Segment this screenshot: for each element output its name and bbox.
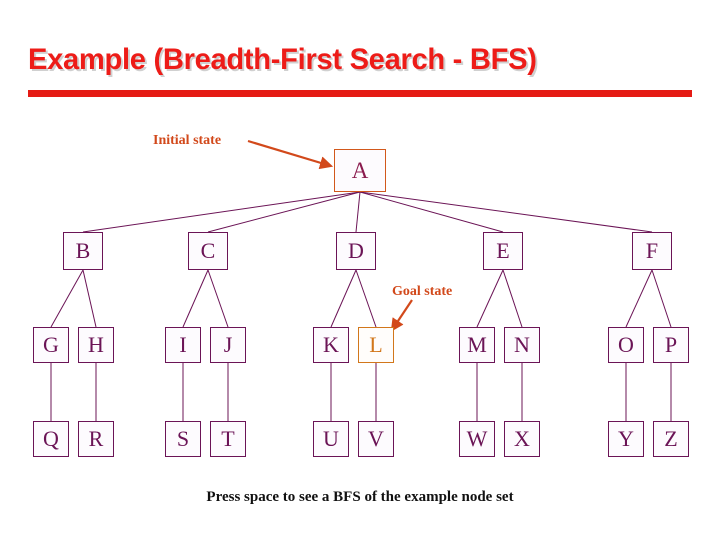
tree-node-label: V bbox=[368, 426, 384, 451]
tree-node-label: U bbox=[323, 426, 339, 451]
tree-node-label: Y bbox=[618, 426, 634, 451]
tree-node-f[interactable]: F bbox=[632, 232, 672, 270]
tree-node-s[interactable]: S bbox=[165, 421, 201, 457]
initial-state-label: Initial state bbox=[153, 133, 222, 148]
tree-edge-a-c bbox=[207, 191, 361, 233]
tree-node-label: F bbox=[645, 238, 659, 263]
tree-node-l[interactable]: L bbox=[358, 327, 394, 363]
tree-node-label: Q bbox=[43, 426, 59, 451]
tree-node-label: H bbox=[88, 332, 104, 357]
tree-node-label: X bbox=[514, 426, 530, 451]
tree-node-n[interactable]: N bbox=[504, 327, 540, 363]
tree-node-h[interactable]: H bbox=[78, 327, 114, 363]
tree-node-label: S bbox=[176, 426, 190, 451]
tree-node-z[interactable]: Z bbox=[653, 421, 689, 457]
tree-node-b[interactable]: B bbox=[63, 232, 103, 270]
tree-node-label: O bbox=[618, 332, 634, 357]
tree-edge-d-k bbox=[330, 269, 357, 328]
tree-node-a[interactable]: A bbox=[334, 149, 386, 192]
tree-node-r[interactable]: R bbox=[78, 421, 114, 457]
tree-node-label: D bbox=[348, 238, 364, 263]
tree-node-label: A bbox=[351, 158, 369, 183]
tree-node-label: G bbox=[43, 332, 59, 357]
tree-node-d[interactable]: D bbox=[336, 232, 376, 270]
slide-caption: Press space to see a BFS of the example … bbox=[206, 489, 514, 505]
tree-edge-f-o bbox=[625, 269, 653, 328]
tree-edge-a-b bbox=[82, 191, 361, 233]
tree-node-label: Z bbox=[664, 426, 678, 451]
tree-edge-d-l bbox=[355, 269, 377, 328]
tree-node-label: L bbox=[369, 332, 383, 357]
goal-state-label: Goal state bbox=[392, 284, 453, 299]
title-underline-rule bbox=[28, 90, 692, 97]
tree-edge-a-f bbox=[359, 191, 653, 233]
tree-node-label: M bbox=[467, 332, 487, 357]
initial-state-arrow bbox=[247, 139, 334, 170]
tree-node-label: W bbox=[466, 426, 488, 451]
tree-node-label: P bbox=[664, 332, 678, 357]
page-title: Example (Breadth-First Search - BFS) bbox=[28, 43, 537, 76]
tree-node-w[interactable]: W bbox=[459, 421, 495, 457]
tree-edge-a-d bbox=[355, 191, 361, 233]
tree-node-c[interactable]: C bbox=[188, 232, 228, 270]
tree-node-p[interactable]: P bbox=[653, 327, 689, 363]
tree-edge-a-e bbox=[359, 191, 504, 233]
goal-state-arrow bbox=[390, 299, 413, 332]
tree-node-t[interactable]: T bbox=[210, 421, 246, 457]
tree-node-j[interactable]: J bbox=[210, 327, 246, 363]
tree-node-e[interactable]: E bbox=[483, 232, 523, 270]
tree-node-label: I bbox=[179, 332, 187, 357]
tree-node-label: R bbox=[88, 426, 104, 451]
tree-edge-e-n bbox=[502, 269, 523, 328]
tree-node-label: K bbox=[323, 332, 339, 357]
tree-node-u[interactable]: U bbox=[313, 421, 349, 457]
tree-node-m[interactable]: M bbox=[459, 327, 495, 363]
tree-node-x[interactable]: X bbox=[504, 421, 540, 457]
tree-edge-b-g bbox=[50, 269, 84, 328]
tree-node-label: T bbox=[221, 426, 235, 451]
tree-node-label: E bbox=[496, 238, 510, 263]
tree-node-label: C bbox=[200, 238, 216, 263]
tree-edge-f-p bbox=[651, 269, 672, 328]
tree-node-g[interactable]: G bbox=[33, 327, 69, 363]
tree-node-y[interactable]: Y bbox=[608, 421, 644, 457]
tree-node-k[interactable]: K bbox=[313, 327, 349, 363]
tree-edge-b-h bbox=[82, 269, 97, 328]
tree-node-label: B bbox=[75, 238, 91, 263]
tree-node-label: J bbox=[223, 332, 233, 357]
tree-node-label: N bbox=[514, 332, 530, 357]
tree-node-i[interactable]: I bbox=[165, 327, 201, 363]
tree-edge-c-j bbox=[207, 269, 229, 328]
tree-edge-c-i bbox=[182, 269, 209, 328]
tree-edge-e-m bbox=[476, 269, 504, 328]
tree-node-o[interactable]: O bbox=[608, 327, 644, 363]
tree-node-q[interactable]: Q bbox=[33, 421, 69, 457]
tree-node-v[interactable]: V bbox=[358, 421, 394, 457]
